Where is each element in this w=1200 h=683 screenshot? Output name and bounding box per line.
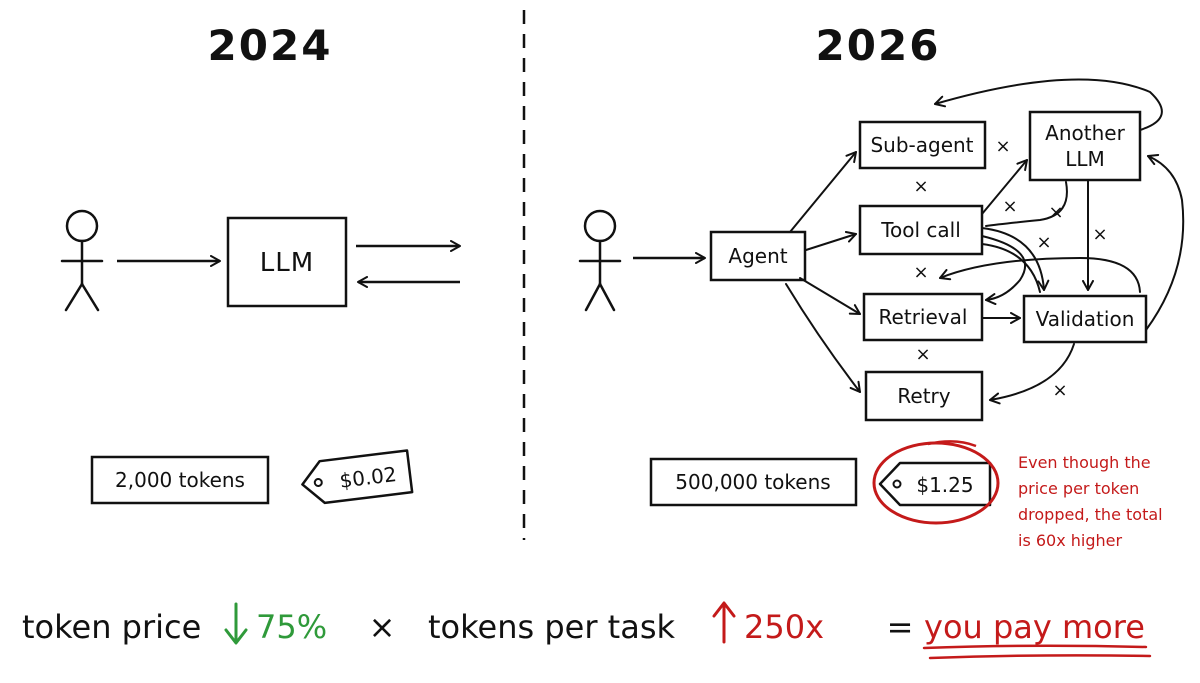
edge-validation-retrieval-back — [939, 256, 1141, 293]
user-figure-icon — [60, 209, 104, 312]
result-underline — [928, 654, 1152, 660]
edge-validation-another-llm — [1145, 153, 1185, 331]
toolcall-node: Tool call — [858, 204, 984, 256]
year-2026-title: 2026 — [816, 21, 941, 70]
edge-validation-retry — [989, 343, 1075, 405]
llm-box — [226, 216, 348, 308]
year-2024-title: 2024 — [208, 21, 333, 70]
multiplier-marks: × × × × × × × × × — [913, 136, 1107, 401]
edge-toolcall-validation-a — [981, 227, 1050, 291]
multiplier-mark: × — [913, 176, 928, 197]
price-tag-icon: $1.25 — [878, 461, 992, 507]
tokens-box-2024 — [90, 455, 270, 505]
multiplier-mark: × — [913, 262, 928, 283]
llm-label: LLM — [260, 248, 314, 278]
toolcall-label: Tool call — [880, 218, 961, 242]
edge-toolcall-another-llm — [981, 159, 1028, 215]
edge-agent-retrieval — [799, 277, 861, 315]
formula-times: × — [369, 608, 396, 646]
price-2026: $1.25 — [916, 473, 973, 497]
agent-label: Agent — [728, 244, 787, 268]
multiplier-mark: × — [995, 136, 1010, 157]
result-underline — [922, 644, 1148, 650]
retry-label: Retry — [897, 384, 950, 408]
price-note: Even though the price per token dropped,… — [1018, 453, 1163, 550]
formula-price-change: 75% — [256, 608, 327, 646]
another-llm-label-line1: Another — [1045, 121, 1125, 145]
multiplier-mark: × — [1092, 224, 1107, 245]
user-figure-icon — [578, 209, 622, 312]
arrow-down-icon — [224, 602, 248, 645]
edge-another-llm-retrieval-loop — [985, 181, 1068, 227]
note-line: Even though the — [1018, 453, 1151, 472]
edge-toolcall-validation-b — [981, 243, 1041, 293]
note-line: dropped, the total — [1018, 505, 1163, 524]
another-llm-label-line2: LLM — [1065, 147, 1105, 171]
workflow-edges — [785, 78, 1185, 405]
formula-equals: = — [887, 608, 914, 646]
formula-token-price: token price — [22, 608, 201, 646]
cost-formula: token price 75% × tokens per task 250x =… — [22, 601, 1152, 660]
note-line: is 60x higher — [1018, 531, 1123, 550]
price-tag-icon: $0.02 — [301, 449, 414, 505]
edge-agent-toolcall — [805, 230, 857, 251]
retrieval-node: Retrieval — [862, 292, 984, 342]
tokens-count-2024: 2,000 tokens — [115, 468, 245, 492]
retrieval-label: Retrieval — [879, 305, 968, 329]
multiplier-mark: × — [1036, 232, 1051, 253]
highlight-circle-tail — [927, 440, 977, 448]
validation-label: Validation — [1036, 307, 1135, 331]
multiplier-mark: × — [1002, 196, 1017, 217]
subagent-label: Sub-agent — [870, 133, 973, 157]
agent-node: Agent — [709, 230, 807, 282]
subagent-node: Sub-agent — [858, 120, 987, 170]
arrow-up-icon — [712, 601, 736, 644]
formula-tokens-change: 250x — [744, 608, 824, 646]
note-line: price per token — [1018, 479, 1139, 498]
multiplier-mark: × — [1048, 202, 1063, 223]
another-llm-node: Another LLM — [1028, 110, 1142, 182]
edge-agent-subagent — [789, 151, 857, 233]
tokens-count-2026: 500,000 tokens — [675, 470, 830, 494]
multiplier-mark: × — [1052, 380, 1067, 401]
edge-agent-retry — [785, 283, 861, 393]
formula-result: you pay more — [924, 608, 1145, 646]
multiplier-mark: × — [915, 344, 930, 365]
retry-node: Retry — [864, 370, 984, 422]
tokens-box-2026 — [649, 457, 858, 507]
edge-toolcall-retrieval — [981, 235, 1026, 306]
price-2024: $0.02 — [338, 462, 398, 493]
validation-node: Validation — [1022, 294, 1148, 344]
formula-tokens-per-task: tokens per task — [428, 608, 675, 646]
edge-another-llm-subagent-loop — [934, 78, 1163, 131]
